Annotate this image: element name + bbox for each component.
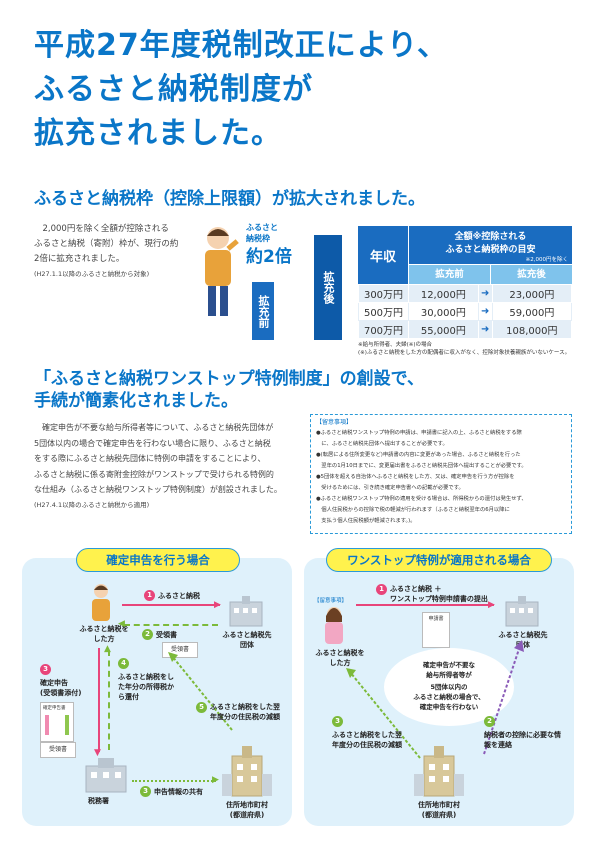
table-row: 700万円 55,000円 ➜ 108,000円 bbox=[358, 320, 573, 339]
arrow-right-icon: ▶ bbox=[488, 600, 495, 610]
speech-bubble: 確定申告が不要な 給与所得者等が 5団体以内の ふるさと納税の場合で、 確定申告… bbox=[384, 648, 514, 726]
step3-arrow bbox=[98, 648, 100, 752]
arrow-down-icon: ▼ bbox=[94, 748, 101, 758]
right-note-label: 【留意事項】 bbox=[314, 598, 348, 604]
left-panel-title: 確定申告を行う場合 bbox=[76, 548, 240, 572]
info-share-label: 申告情報の共有 bbox=[154, 788, 203, 796]
left-municipality-label: 住所地市町村 (都道府県) bbox=[226, 801, 268, 819]
step1-label: ふるさと納税 bbox=[158, 592, 200, 600]
step2-arrow bbox=[124, 624, 218, 626]
tax-office-icon bbox=[85, 758, 127, 793]
right-step1-label: ふるさと納税 ＋ ワンストップ特例申請書の提出 bbox=[390, 585, 488, 603]
right-step1-number: 1 bbox=[376, 584, 387, 595]
right-step3-arrow bbox=[346, 668, 421, 759]
municipality-icon bbox=[222, 746, 272, 797]
left-person-label: ふるさと納税を した方 bbox=[79, 625, 129, 643]
notes-box: 【留意事項】 ●ふるさと納税ワンストップ特例の申請は、申請書に記入の上、ふるさと… bbox=[310, 414, 572, 534]
arrow-up-icon: ▲ bbox=[104, 644, 111, 654]
declaration-doc: 確定申告書 bbox=[40, 702, 74, 742]
step4-label: ふるさと納税をした年分の所得税から還付 bbox=[118, 673, 174, 701]
tax-office-label: 税務署 bbox=[88, 797, 109, 805]
right-step2-number: 2 bbox=[484, 716, 495, 727]
right-step2-arrow bbox=[483, 640, 524, 755]
building-icon bbox=[505, 596, 539, 627]
table-row: 500万円 30,000円 ➜ 59,000円 bbox=[358, 302, 573, 321]
application-doc: 申請書 bbox=[422, 612, 450, 648]
step4-arrow bbox=[108, 650, 110, 750]
right-step3-label: ふるさと納税をした翌年度分の住民税の減額 bbox=[332, 731, 402, 749]
right-step2-label: 納税者の控除に必要な情報を連絡 bbox=[484, 731, 561, 749]
section2-body: 確定申告が不要な給与所得者等について、ふるさと納税先団体が 5団体以内の場合で確… bbox=[34, 423, 282, 509]
right-step1-arrow bbox=[356, 604, 494, 606]
table-row: 300万円 12,000円 ➜ 23,000円 bbox=[358, 284, 573, 303]
section2-title: 「ふるさと納税ワンストップ特例制度」の創設で、 手続が簡素化されました。 bbox=[34, 369, 424, 411]
person-illustration bbox=[205, 227, 239, 316]
col-before: 拡充前 bbox=[409, 265, 490, 284]
right-person-label: ふるさと納税を した方 bbox=[315, 649, 365, 667]
step3-label: 確定申告 (受領書添付) bbox=[40, 679, 82, 697]
arrow-right-icon: ➜ bbox=[477, 302, 493, 321]
step4-number: 4 bbox=[118, 658, 129, 669]
step5-label: ふるさと納税をした翌年度分の住民税の減額 bbox=[210, 703, 280, 721]
municipality-icon bbox=[414, 746, 464, 797]
step6-number: 3 bbox=[140, 786, 151, 797]
headline-line3: 拡充されました。 bbox=[34, 116, 282, 151]
section1-title: ふるさと納税枠（控除上限額）が拡大されました。 bbox=[34, 189, 425, 209]
arrow-right-icon: ➜ bbox=[477, 320, 493, 339]
arrow-right-icon: ▶ bbox=[212, 775, 219, 785]
badge: ふるさと 納税枠 約2倍 bbox=[246, 223, 292, 267]
right-municipality-label: 住所地市町村 (都道府県) bbox=[418, 801, 460, 819]
section1-body: 2,000円を除く全額が控除される ふるさと納税（寄附）枠が、現行の約 2倍に拡… bbox=[34, 224, 179, 278]
left-city-label: ふるさと納税先 団体 bbox=[222, 631, 272, 649]
right-step3-number: 3 bbox=[332, 716, 343, 727]
arrow-right-icon: ▶ bbox=[214, 600, 221, 610]
header-income: 年収 bbox=[358, 226, 408, 284]
notes-list: ●ふるさと納税ワンストップ特例の申請は、申請書に記入の上、ふるさと納税をする際 … bbox=[316, 430, 527, 524]
receipt-doc-2: 受領書 bbox=[40, 742, 76, 758]
right-panel-title: ワンストップ特例が適用される場合 bbox=[326, 548, 552, 572]
info-share-arrow bbox=[132, 780, 216, 782]
quota-rows: 300万円 12,000円 ➜ 23,000円 500万円 30,000円 ➜ … bbox=[358, 284, 573, 339]
person-icon bbox=[92, 584, 110, 621]
building-icon bbox=[229, 596, 263, 627]
step1-arrow bbox=[122, 604, 220, 606]
bar-after: 拡充後 bbox=[314, 235, 342, 340]
col-after: 拡充後 bbox=[491, 265, 572, 284]
headline: 平成27年度税制改正により、 ふるさと納税制度が 拡充されました。 bbox=[34, 24, 574, 156]
step3-number: 3 bbox=[40, 664, 51, 675]
step2-label: 受領書 bbox=[156, 631, 177, 639]
bar-before: 拡充前 bbox=[252, 282, 274, 340]
step2-number: 2 bbox=[142, 629, 153, 640]
headline-line1: 平成27年度税制改正により、 bbox=[34, 28, 448, 63]
step1-number: 1 bbox=[144, 590, 155, 601]
quota-table: 年収 全額※控除される ふるさと納税枠の目安 ※2,000円を除く 拡充前 拡充… bbox=[358, 226, 573, 357]
arrow-right-icon: ➜ bbox=[477, 284, 493, 303]
step5-number: 5 bbox=[196, 702, 207, 713]
person-female-icon bbox=[325, 607, 343, 644]
step5-arrow bbox=[168, 652, 233, 731]
right-city-label: ふるさと納税先 団体 bbox=[498, 631, 548, 649]
headline-line2: ふるさと納税制度が bbox=[34, 72, 313, 107]
arrow-left-icon: ◀ bbox=[118, 619, 125, 629]
header-quota: 全額※控除される ふるさと納税枠の目安 ※2,000円を除く bbox=[409, 226, 572, 264]
table-note: ※給与所得者、夫婦(※)の場合 (※)ふるさと納税をした方の配偶者に収入がなく、… bbox=[358, 342, 571, 356]
